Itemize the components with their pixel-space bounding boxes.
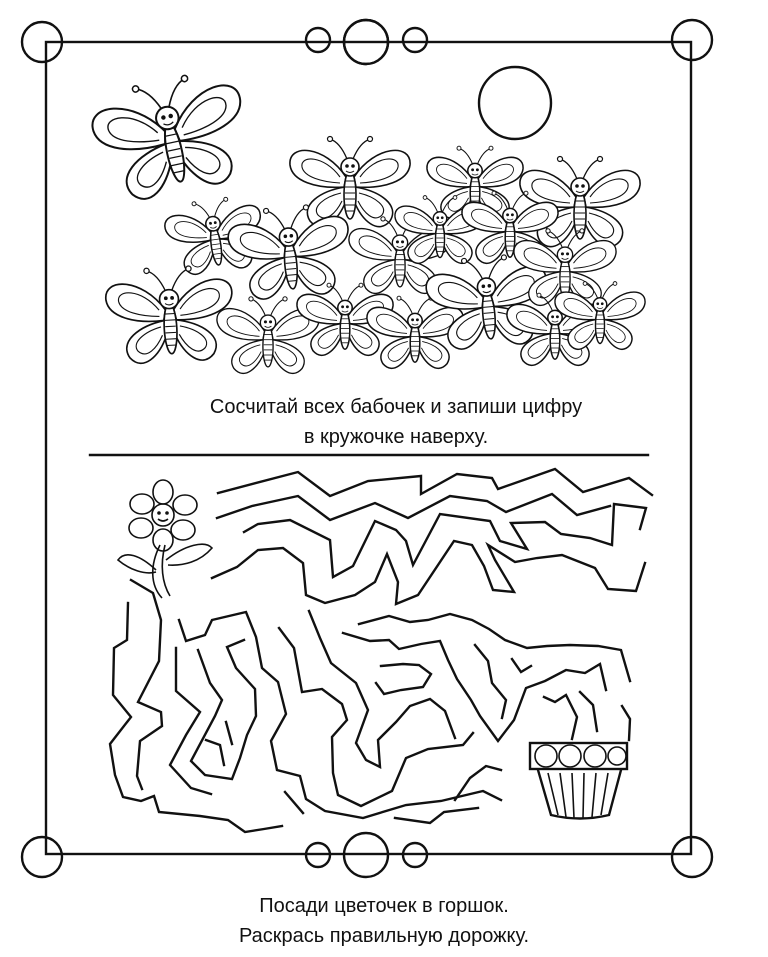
bottom-instruction-line1: Посади цветочек в горшок.: [259, 895, 509, 917]
bottom-ornament-circle: [342, 831, 390, 879]
answer-circle[interactable]: [342, 18, 390, 66]
butterfly-icon: [519, 155, 641, 248]
top-instruction: Сосчитай всех бабочек и запиши цифру в к…: [12, 392, 768, 452]
butterfly-icon: [289, 135, 411, 228]
butterfly-icon: [91, 74, 242, 200]
flower-icon: [116, 479, 214, 599]
bottom-instruction-line2: Раскрась правильную дорожку.: [238, 925, 530, 947]
butterfly-group: [91, 74, 646, 375]
top-instruction-line1: Сосчитай всех бабочек и запиши цифру: [209, 396, 583, 418]
flower-pot-icon: [528, 741, 629, 820]
butterfly-icon: [554, 281, 646, 350]
butterfly-icon: [105, 265, 233, 365]
butterfly-icon: [227, 204, 349, 300]
top-instruction-line2: в кружочке наверху.: [303, 426, 489, 448]
sun-icon: [477, 65, 553, 141]
bottom-instruction: Посади цветочек в горшок. Раскрась прави…: [0, 891, 768, 951]
maze: [108, 467, 654, 834]
butterfly-icon: [513, 228, 617, 307]
